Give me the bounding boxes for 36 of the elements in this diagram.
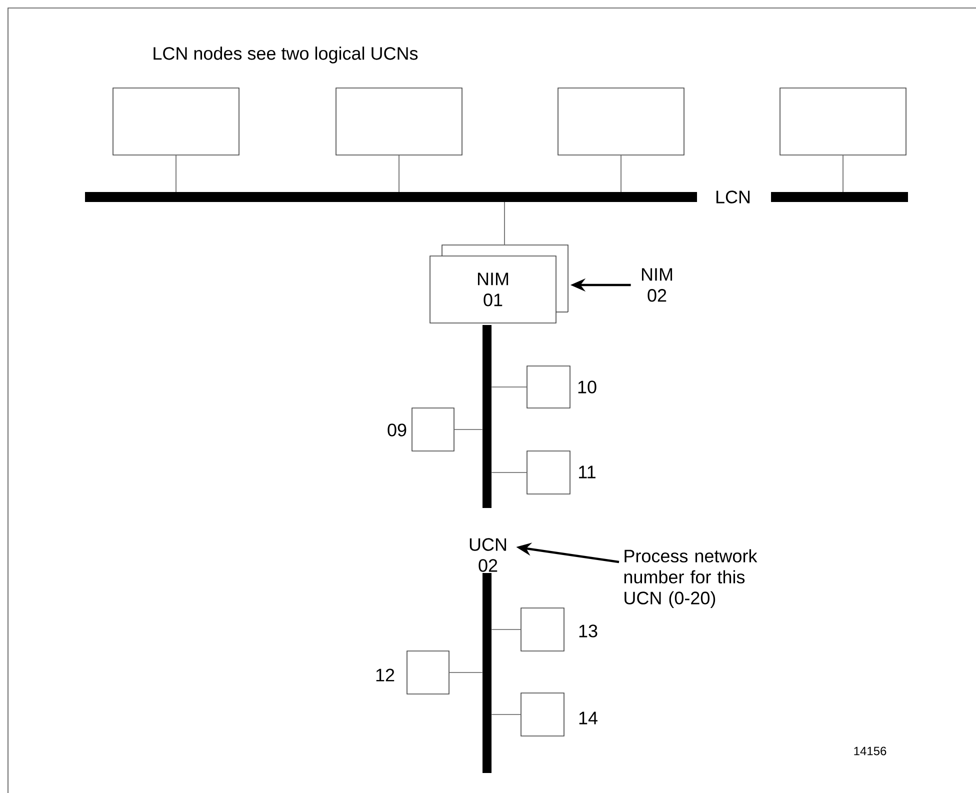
connector-line: [620, 155, 622, 192]
connector-line: [491, 386, 527, 388]
node-box: [336, 88, 462, 156]
network-bus: [482, 325, 492, 508]
connector-line: [398, 155, 400, 192]
node-label: LCN: [716, 190, 750, 204]
device-number: 13: [579, 624, 598, 638]
network-label: UCN 02: [470, 538, 506, 572]
device-number: 12: [376, 668, 394, 682]
device-box: [520, 692, 564, 736]
device-box: [406, 650, 450, 694]
node-box: [112, 88, 240, 156]
connector-line: [491, 472, 527, 473]
connector-line: [504, 202, 505, 245]
network-bus: [482, 573, 492, 773]
device-box: [412, 408, 454, 452]
device-box: [526, 366, 570, 408]
connector-line: [454, 429, 483, 430]
interface-box: NIM 01: [430, 244, 568, 324]
connector-line: [491, 714, 521, 715]
device-number: 11: [579, 466, 596, 478]
device-box: [520, 608, 564, 652]
callout-text: NIM 02: [642, 268, 672, 302]
node-box: [780, 88, 906, 156]
connector-line: [449, 672, 483, 673]
connector-line: [491, 629, 521, 630]
connector-line: [842, 155, 844, 192]
device-number: 09: [388, 424, 406, 436]
network-bus: LCN: [85, 190, 908, 204]
device-number: 10: [578, 380, 596, 394]
callout-text: Process network number for this UCN (0-20): [624, 549, 758, 608]
device-box: [526, 450, 570, 494]
figure-number: 14156: [854, 746, 886, 756]
device-number: 14: [579, 712, 598, 724]
node-box: [558, 88, 684, 156]
diagram-title: LCN nodes see two logical UCNs: [154, 46, 418, 64]
